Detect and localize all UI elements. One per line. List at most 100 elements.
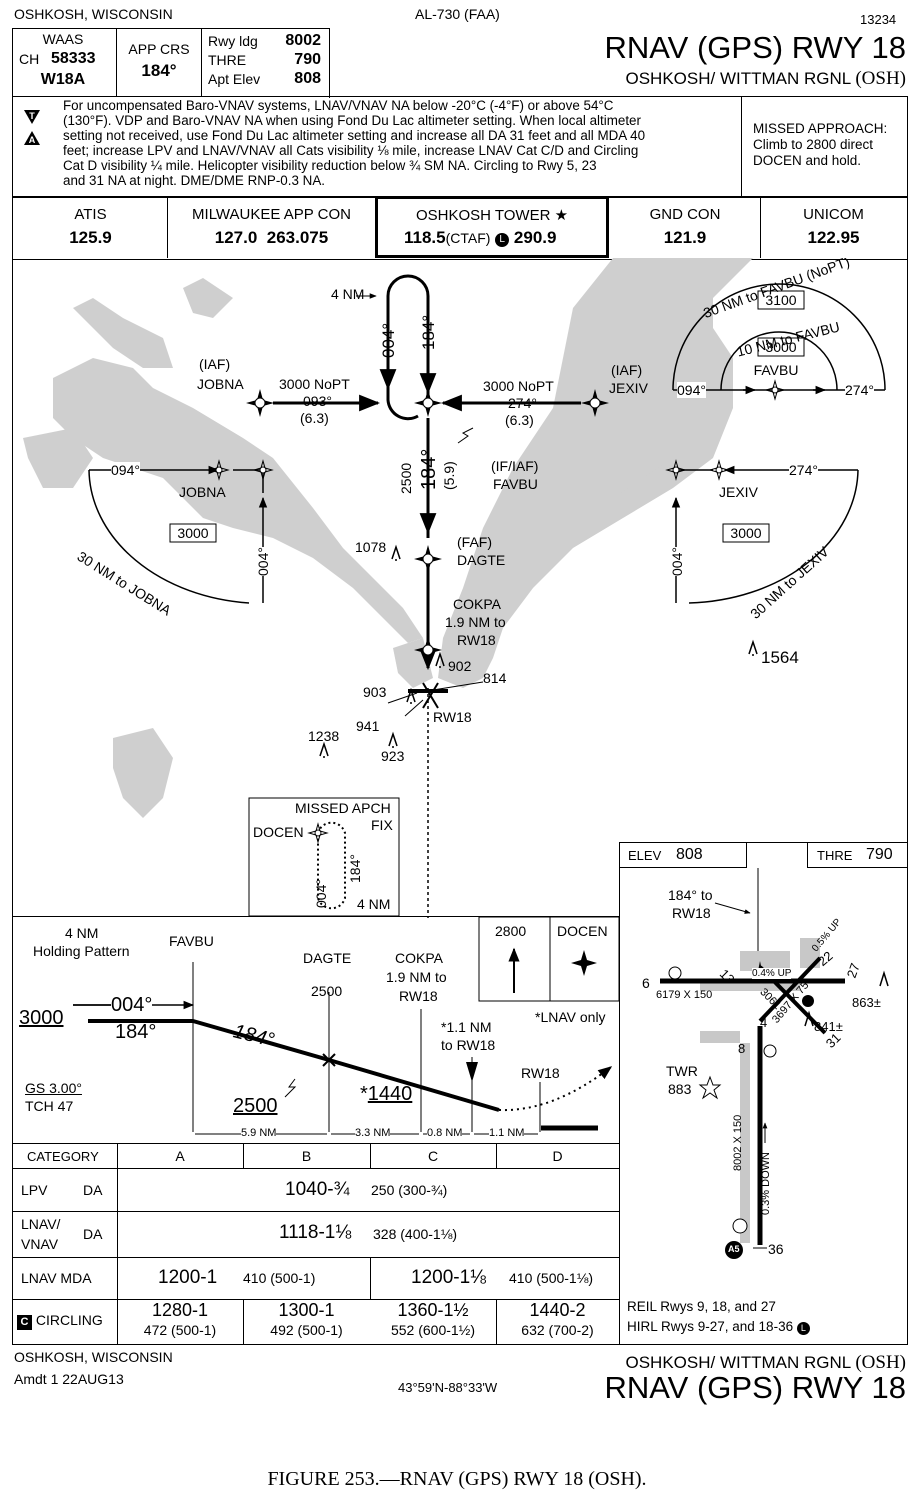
elev-box: [620, 843, 747, 868]
runway-symbol: [408, 682, 448, 709]
cat-c: C: [427, 1148, 439, 1164]
obs-941: 941: [356, 718, 380, 734]
circling-icon: C: [17, 1315, 32, 1330]
seg-dist: (5.9): [441, 461, 457, 490]
prof-d3: 0.8 NM: [427, 1127, 463, 1139]
prof-favbu: FAVBU: [169, 933, 214, 949]
notes-box: T A For uncompensated Baro-VNAV systems,…: [12, 96, 908, 198]
lnavvnav-l1: LNAV/: [21, 1216, 61, 1232]
ramp-areas: [700, 938, 820, 1243]
chart-title: RNAV (GPS) RWY 18: [604, 30, 906, 65]
iaf-w-name: JOBNA: [197, 376, 244, 392]
lnav-ab: 1200-1: [158, 1267, 218, 1288]
tower-freq-uhf: 290.9: [513, 228, 557, 247]
comm-label: OSHKOSH TOWER ★: [415, 207, 569, 224]
prof-d2: 3.3 NM: [355, 1127, 391, 1139]
lake-butte-des-morts: [23, 278, 423, 818]
ad-rwy-6: 6: [642, 975, 650, 991]
prof-vdp-l2: to RW18: [441, 1037, 496, 1053]
profile-view: 4 NM Holding Pattern FAVBU DAGTE 2500 CO…: [12, 916, 620, 1144]
thre-label: THRE: [208, 52, 247, 68]
app-crs-value: 184°: [141, 61, 177, 80]
ad-thre-value: 790: [866, 846, 893, 863]
missed-apch-inset: [248, 797, 400, 917]
comm-freq: 122.95: [807, 228, 860, 247]
inset-fix: DOCEN: [253, 824, 304, 840]
hold-in-crs: 184°: [419, 314, 438, 350]
e-crs: 274°: [508, 395, 537, 411]
airport-id: (OSH): [855, 68, 906, 89]
obs-902: 902: [448, 658, 472, 674]
w-crs: 093°: [303, 393, 332, 409]
comm-label: GND CON: [649, 206, 721, 223]
circ-a-hat: 472 (500-1): [143, 1322, 217, 1338]
taa-n-crs-e: 274°: [845, 382, 874, 398]
thre-value: 790: [294, 51, 321, 68]
cat-d: D: [552, 1148, 563, 1164]
pcl-icon: L: [796, 1322, 810, 1335]
ad-grad-up1: 0.4% UP: [752, 968, 792, 979]
runway-5-23: [758, 956, 822, 1023]
ad-grad-down: 0.3% DOWN: [760, 1152, 772, 1215]
obs-814: 814: [483, 670, 507, 686]
lnav-cd-hat: 410 (500-1⅛): [509, 1270, 594, 1286]
obs-923: 923: [381, 748, 405, 764]
missed-approach-text: MISSED APPROACH: Climb to 2800 direct DO…: [753, 121, 887, 169]
fix-dagte: [413, 544, 443, 574]
notes-line: feet; increase LPV and LNAV/VNAV all Cat…: [63, 143, 639, 158]
footer-airport-text: OSHKOSH/ WITTMAN RGNL: [625, 1353, 851, 1372]
header-location: OSHKOSH, WISCONSIN: [14, 6, 173, 22]
prof-d1: 5.9 NM: [241, 1127, 277, 1139]
prof-vdp-l1: *1.1 NM: [441, 1019, 492, 1035]
circling-label: C CIRCLING: [17, 1312, 103, 1330]
ad-reil: REIL Rwys 9, 18, and 27: [627, 1299, 776, 1314]
tower-freq: 118.5: [404, 228, 446, 247]
missed-line: DOCEN and hold.: [753, 153, 862, 168]
lake-winnebago: [383, 258, 753, 688]
prof-hold-l2: Holding Pattern: [33, 943, 130, 959]
ad-rwy-8: 8: [738, 1041, 746, 1056]
lnavvnav-l2: VNAV: [21, 1236, 59, 1252]
footer-amdt: Amdt 1 22AUG13: [14, 1371, 124, 1387]
prof-tch: TCH 47: [25, 1098, 74, 1114]
ad-dim-main: 8002 X 150: [732, 1114, 744, 1171]
lpv-hat: 250 (300-¾): [371, 1182, 448, 1198]
taa-north-alt1-box: [757, 290, 805, 310]
notes-line: and 31 NA at night. DME/DME RNP-0.3 NA.: [63, 173, 325, 188]
circ-a-value: 1280-1: [151, 1300, 209, 1320]
elev-label: ELEV: [628, 848, 662, 863]
comm-label: MILWAUKEE APP CON: [192, 206, 351, 223]
comm-unicom: UNICOM 122.95: [761, 197, 906, 258]
prof-d4: 1.1 NM: [489, 1127, 525, 1139]
notes-line: (130°F). VDP and Baro-VNAV NA when using…: [63, 113, 641, 128]
cat-a: A: [175, 1148, 185, 1164]
cokpa-d1: 1.9 NM to: [445, 614, 506, 630]
circ-b-hat: 492 (500-1): [270, 1322, 343, 1338]
ctaf-label: (CTAF): [445, 230, 491, 246]
comm-label: ATIS: [74, 206, 107, 223]
missed-alt: 2800: [495, 923, 527, 939]
ad-note-l1: 184° to: [668, 887, 713, 903]
comm-freq: 121.9: [663, 228, 707, 247]
taa-west-alt-box: [169, 523, 217, 543]
cokpa-d2: RW18: [457, 632, 496, 648]
cat-b: B: [301, 1148, 312, 1164]
ad-obs-841: 841±: [814, 1019, 843, 1034]
inset-crs1: 184°: [347, 854, 363, 883]
taa-w-alt: 3000: [177, 525, 209, 541]
prof-alt1440: *1440: [360, 1083, 412, 1106]
airport-name: OSHKOSH/ WITTMAN RGNL (OSH): [625, 68, 906, 90]
svg-text:A: A: [29, 135, 36, 145]
missed-line: Climb to 2800 direct: [753, 137, 874, 152]
lpv-label: LPV: [21, 1182, 48, 1198]
if-name: FAVBU: [493, 476, 538, 492]
prof-crs184a: 184°: [115, 1021, 157, 1043]
prof-alt1440-star: *: [360, 1083, 368, 1105]
airport-name-text: OSHKOSH/ WITTMAN RGNL: [625, 69, 851, 88]
ad-hirl: HIRL Rwys 9-27, and 18-36 L: [627, 1319, 810, 1335]
comm-freq: 127.0 263.075: [214, 228, 329, 247]
prof-crs004: 004°: [111, 994, 153, 1017]
iaf-w-tag: (IAF): [199, 356, 231, 372]
iaf-e-name: JEXIV: [609, 380, 648, 396]
lnavvnav-value: 1118-1⅛: [279, 1222, 352, 1243]
